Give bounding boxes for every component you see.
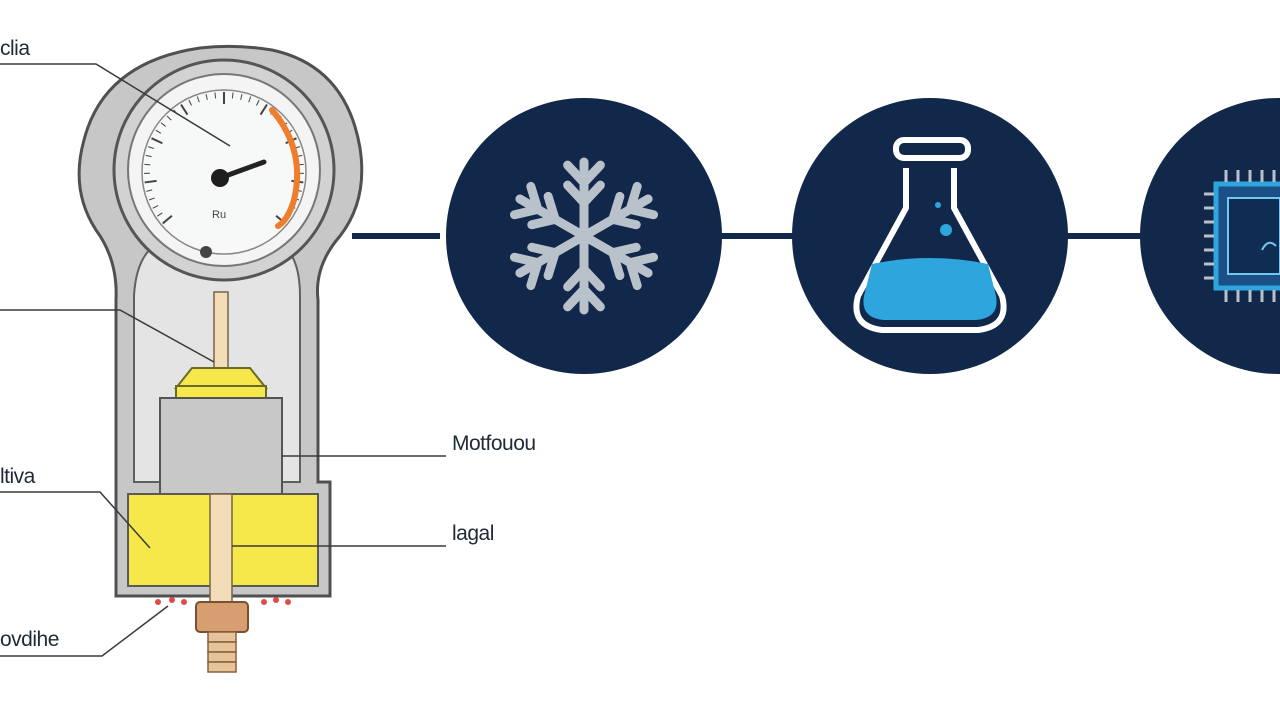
gauge-tick (162, 214, 173, 225)
flask-icon (853, 137, 1007, 333)
gauge-dial-text: Ru (212, 209, 226, 221)
gauge-tick (155, 129, 162, 134)
flask-badge (792, 98, 1068, 374)
snowflake-badge (446, 98, 722, 374)
gauge-tick (144, 163, 151, 166)
gauge-tick (157, 212, 163, 217)
gauge-tick (231, 92, 234, 99)
gauge-tick (214, 92, 217, 99)
leader-lines (0, 63, 446, 657)
gauge-tick (160, 122, 166, 127)
gauge-tick (196, 96, 200, 103)
gauge-tick (146, 189, 153, 192)
gauge-tick (188, 99, 193, 106)
label-base: ovdihe (0, 628, 59, 651)
gauge-tick (148, 197, 155, 201)
gauge-warning-arc (269, 107, 301, 229)
gauge-tick (240, 93, 243, 101)
label-cap: ltiva (0, 465, 35, 488)
label-gauge: clia (0, 37, 30, 60)
sensor-stem (213, 291, 229, 371)
label-sleeve: lagal (452, 522, 494, 545)
brass-nozzle (207, 631, 237, 673)
label-chamber: Motfouou (452, 432, 536, 455)
chip-icon (1204, 170, 1280, 302)
gauge-tick (152, 205, 159, 209)
gauge-tick (180, 103, 189, 116)
gauge-tick (259, 103, 268, 116)
snowflake-icon (509, 157, 659, 315)
chip-badge (1140, 98, 1280, 374)
gauge-tick (145, 154, 152, 158)
brass-fitting (195, 601, 249, 633)
base-seal-dots (155, 597, 291, 605)
gauge-tick (147, 146, 154, 149)
gauge-tick (144, 179, 157, 184)
pressure-sensor: Ru (77, 44, 364, 673)
gauge-tick (166, 115, 172, 121)
gauge-tick (205, 93, 208, 101)
gauge-tick (151, 137, 163, 145)
gauge-hub (211, 169, 229, 187)
gauge-tick (255, 99, 260, 106)
gauge-tick (248, 96, 252, 103)
sensor-block (159, 397, 283, 495)
